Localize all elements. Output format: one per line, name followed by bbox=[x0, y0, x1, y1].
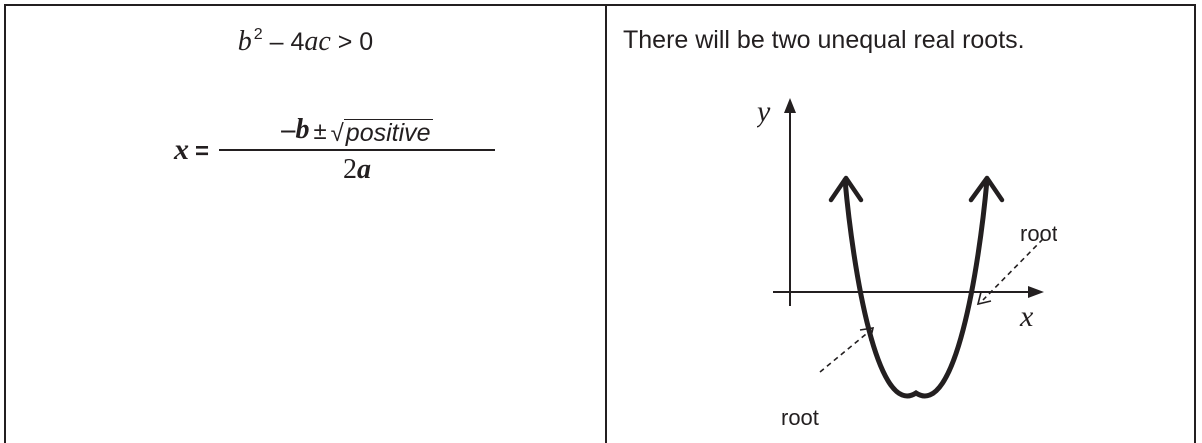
root-lower-pointer bbox=[819, 329, 872, 373]
formula-denominator: 2a bbox=[343, 154, 371, 186]
formula-radical: √ positive bbox=[330, 118, 433, 148]
roots-description: There will be two unequal real roots. bbox=[623, 26, 1025, 54]
root-lower-arrow-icon bbox=[859, 327, 875, 342]
quadratic-formula: x= –b ± √ positive 2a bbox=[174, 110, 496, 190]
parabola-graph: y x root root bbox=[757, 95, 1057, 430]
formula-plus-minus: ± bbox=[313, 118, 327, 146]
parabola-right-arrow-icon bbox=[968, 175, 1005, 203]
condition-exponent: 2 bbox=[253, 26, 263, 43]
formula-lhs: x= bbox=[174, 133, 209, 167]
parabola-curve bbox=[842, 177, 990, 399]
y-axis-label: y bbox=[757, 95, 771, 128]
condition-rest: – 4 bbox=[262, 28, 305, 56]
y-axis-arrow-icon bbox=[784, 98, 796, 113]
fraction-bar bbox=[219, 149, 496, 151]
radical-sign-icon: √ bbox=[330, 120, 344, 148]
x-axis-label: x bbox=[1019, 300, 1034, 333]
formula-x: x bbox=[174, 133, 189, 166]
table-border bbox=[4, 4, 1196, 443]
condition-b: b bbox=[237, 26, 252, 57]
x-axis-arrow-icon bbox=[1028, 286, 1044, 298]
condition-comparison: > 0 bbox=[330, 28, 374, 56]
formula-equals: = bbox=[195, 138, 210, 165]
formula-radicand: positive bbox=[343, 118, 433, 147]
formula-numerator: –b ± √ positive bbox=[279, 114, 434, 149]
interpretation-cell: There will be two unequal real roots. y … bbox=[607, 6, 1194, 443]
column-divider bbox=[605, 4, 607, 443]
condition-ac: ac bbox=[304, 26, 331, 57]
parabola-left-arrow-icon bbox=[828, 175, 864, 203]
root-upper-arrow-icon bbox=[976, 291, 992, 306]
formula-den-number: 2 bbox=[343, 153, 358, 185]
formula-fraction: –b ± √ positive 2a bbox=[219, 114, 496, 186]
formula-den-variable: a bbox=[357, 153, 372, 185]
root-lower-label: root bbox=[781, 405, 819, 430]
root-upper-label: root bbox=[1020, 221, 1057, 246]
formula-neg-b: –b bbox=[281, 114, 310, 146]
